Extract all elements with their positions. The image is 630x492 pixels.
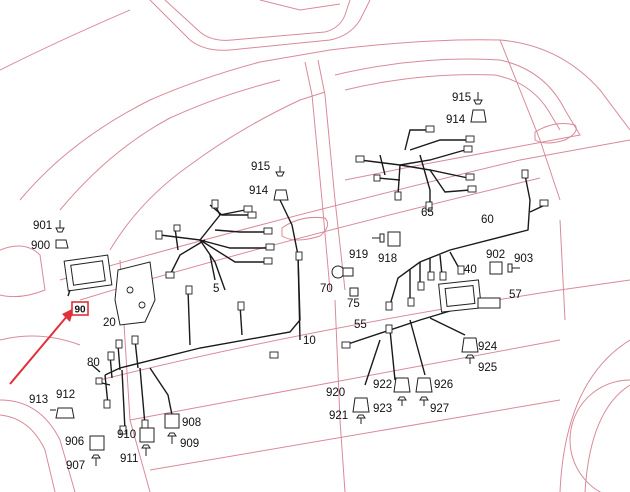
label-40: 40: [464, 264, 477, 276]
pin-icons: [50, 92, 520, 466]
label-906: 906: [65, 436, 84, 448]
label-920: 920: [326, 387, 345, 399]
control-unit-57[interactable]: [438, 279, 501, 313]
switch-70[interactable]: [331, 265, 354, 279]
label-914-front: 914: [249, 185, 269, 197]
label-927: 927: [430, 403, 449, 415]
label-908: 908: [182, 417, 201, 429]
label-910: 910: [117, 429, 136, 441]
label-65: 65: [421, 207, 434, 219]
sill-harness-80: [97, 339, 173, 431]
label-70: 70: [320, 283, 333, 295]
highlight-label: 90: [74, 305, 86, 316]
label-5: 5: [213, 283, 219, 295]
label-907: 907: [66, 460, 85, 472]
label-924: 924: [478, 341, 498, 353]
label-901: 901: [33, 220, 52, 232]
leader-lines: [91, 254, 301, 373]
label-912: 912: [56, 389, 75, 401]
label-919: 919: [349, 249, 368, 261]
label-925: 925: [478, 362, 497, 374]
label-75: 75: [347, 298, 360, 310]
label-57: 57: [509, 289, 522, 301]
rear-door-harness-65: [359, 129, 471, 205]
label-20: 20: [103, 317, 116, 329]
label-921: 921: [329, 410, 348, 422]
front-door-harness-5: [159, 204, 268, 291]
label-900: 900: [31, 240, 50, 252]
label-60: 60: [481, 214, 494, 226]
control-unit-90[interactable]: [63, 254, 113, 297]
label-911: 911: [120, 453, 138, 465]
label-903: 903: [514, 253, 533, 265]
part-labels: 901 900 915 914 915 914 65 60 919 918 90…: [29, 92, 533, 472]
label-915-rear: 915: [452, 92, 471, 104]
label-55: 55: [354, 319, 367, 331]
highlight-callout: [9, 308, 74, 385]
label-918: 918: [378, 253, 397, 265]
highlight-box[interactable]: [71, 301, 89, 316]
label-913: 913: [29, 394, 48, 406]
label-80: 80: [87, 357, 100, 369]
label-923: 923: [373, 403, 392, 415]
label-914-rear: 914: [446, 114, 466, 126]
label-909: 909: [180, 438, 199, 450]
harness-connectors: [95, 125, 549, 435]
connector-75[interactable]: [349, 287, 359, 297]
label-10: 10: [303, 335, 316, 347]
bracket-20[interactable]: [114, 261, 156, 326]
label-915-front: 915: [251, 161, 270, 173]
label-922: 922: [373, 379, 392, 391]
label-926: 926: [434, 379, 453, 391]
label-902: 902: [486, 249, 505, 261]
